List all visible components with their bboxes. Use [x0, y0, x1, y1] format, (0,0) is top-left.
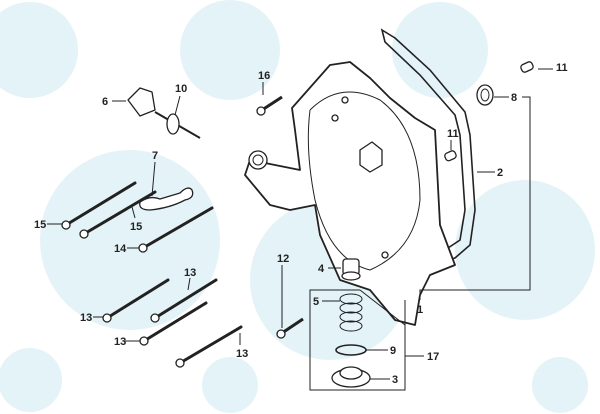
- cover-bolt-hole: [331, 114, 339, 122]
- callout-9: 9: [390, 345, 396, 357]
- callout-8: 8: [511, 92, 517, 104]
- cover-bolt-hole: [341, 96, 349, 104]
- bolt-part-12: [276, 317, 304, 339]
- callout-6: 6: [102, 96, 108, 108]
- callout-1: 1: [417, 304, 423, 316]
- callout-13-a: 13: [184, 267, 196, 279]
- callout-3: 3: [392, 374, 398, 386]
- kit-box-17: [309, 289, 406, 391]
- bracket-part-7: [139, 187, 194, 211]
- callout-11-b: 11: [447, 128, 459, 140]
- long-bolts: [64, 181, 243, 365]
- callout-4: 4: [318, 263, 325, 275]
- callout-12: 12: [277, 253, 289, 265]
- cover-boss: [359, 141, 383, 173]
- kit-box-17-edge: [359, 289, 406, 326]
- callout-16: 16: [258, 70, 270, 82]
- callout-17: 17: [427, 351, 439, 363]
- callout-15: 15: [34, 219, 46, 231]
- cover-bolt-hole: [381, 251, 389, 259]
- oil-seal-part-8: [476, 84, 494, 106]
- filler-neck-thread: [252, 154, 264, 166]
- plug-part-4: [341, 258, 361, 281]
- callout-10: 10: [175, 83, 187, 95]
- dipstick-part-6: [127, 87, 201, 139]
- leader-lines: [47, 68, 553, 380]
- callout-14: 14: [114, 243, 127, 255]
- bolt-part-16: [256, 95, 283, 116]
- long-bolt-heads: [61, 220, 185, 368]
- callout-7: 7: [152, 150, 158, 162]
- callout-2: 2: [497, 167, 503, 179]
- callout-13-d: 13: [236, 348, 248, 360]
- o-ring-part-10: [166, 113, 180, 135]
- dowel-part-11: [520, 61, 534, 73]
- cap-part-3: [331, 366, 371, 388]
- oil-seal-inner: [480, 88, 490, 102]
- cover-inner-outline: [307, 91, 421, 271]
- dowel-part-11-b: [444, 150, 457, 162]
- callout-13-c: 13: [114, 336, 126, 348]
- callout-13-b: 13: [80, 312, 92, 324]
- callout-5: 5: [313, 296, 319, 308]
- callout-15-b: 15: [130, 221, 142, 233]
- callout-11: 11: [556, 62, 568, 74]
- spring-part-5: [339, 293, 363, 332]
- filler-neck: [248, 150, 268, 170]
